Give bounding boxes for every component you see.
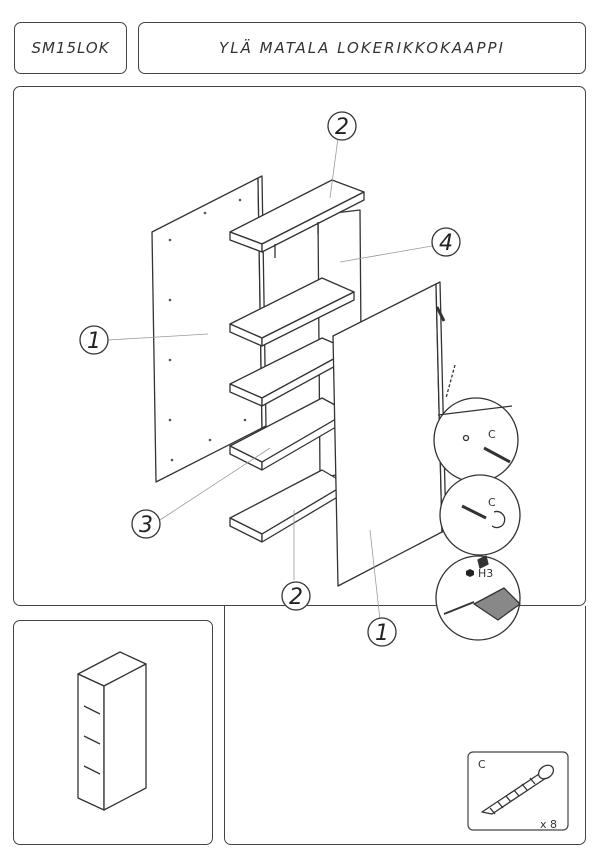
bottom-shelf [229,469,347,543]
hex-key-icon [466,569,474,577]
product-title: YLÄ MATALA LOKERIKKOKAAPPI [219,39,505,57]
callout-circle-top-shelf [327,111,357,141]
product-title-box: YLÄ MATALA LOKERIKKOKAAPPI [138,22,586,74]
detail-label-tool: H3 [478,567,493,580]
callout-circle-left-side [79,325,109,355]
callout-circle-right-side [367,617,397,647]
callout-back-panel: 4 [439,231,453,256]
callout-circle-middle-shelf [131,509,161,539]
shelf-third [229,337,351,407]
detail-circle-screw-insert [439,474,521,556]
parts-screw-quantity: x 8 [540,818,557,831]
parts-panel [224,606,586,845]
product-code-box: SM15LOK [14,22,127,74]
callout-leaders [107,137,433,621]
right-side-panel [332,281,447,587]
callout-circle-back-panel [431,227,461,257]
detail-circle-drill [435,555,521,641]
dowel [435,306,446,322]
parts-label-screw: C [478,758,486,771]
left-side-panel [151,175,267,483]
callout-left-side: 1 [87,329,101,354]
callout-right-side: 1 [375,621,389,646]
callout-circle-bottom-shelf [281,581,311,611]
callout-bottom-shelf: 2 [289,585,303,610]
shelf-second [229,277,355,347]
parts-box-frame [467,751,569,831]
callout-top-shelf: 2 [335,115,349,140]
detail-circle-screw-hole [433,364,519,483]
screw-c-illustration [481,764,555,815]
assembled-cabinet [77,651,147,811]
middle-shelf [229,397,349,471]
detail-label-screw-2: C [488,496,496,509]
detail-label-screw-1: C [488,428,496,441]
product-code: SM15LOK [31,39,110,57]
callout-middle-shelf: 3 [139,513,153,538]
